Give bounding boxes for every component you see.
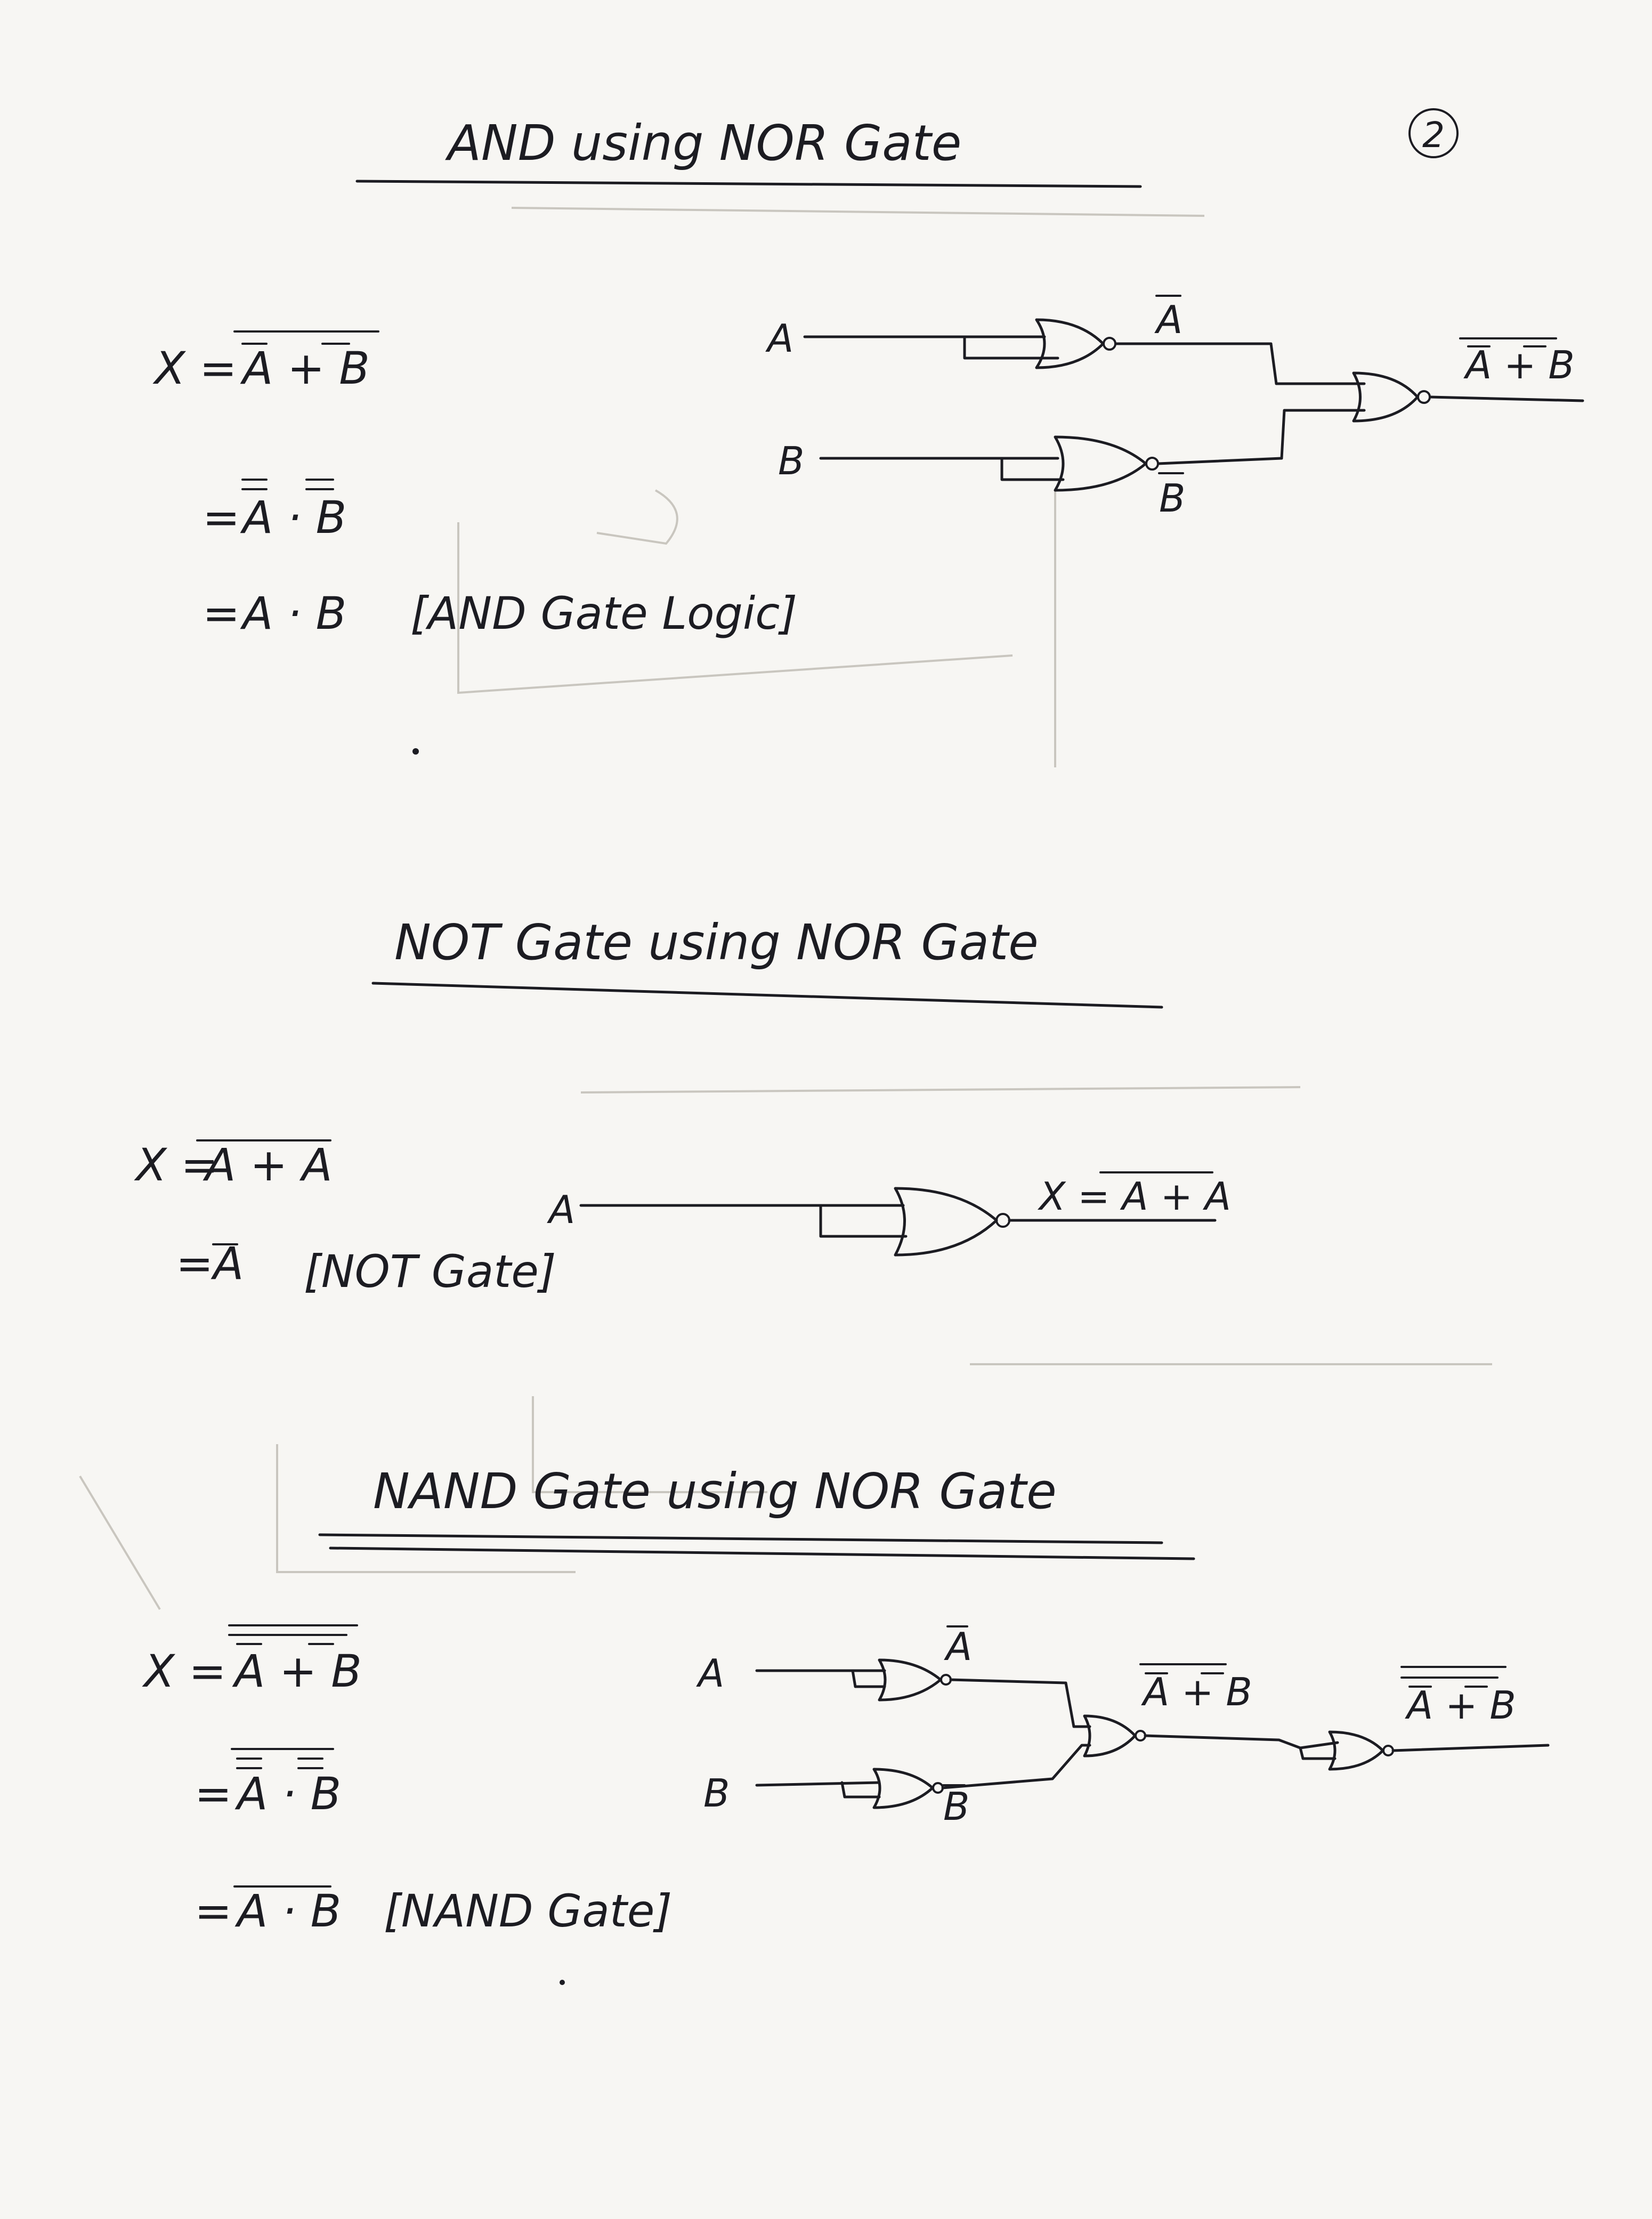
stray-ink-dot	[412, 748, 419, 755]
nor-gate-icon	[878, 1658, 952, 1702]
nand-circuit: A B A B A + B	[696, 1624, 1550, 1829]
and-derivation: X = A + B = A · B = A · B [AND Gate Logi…	[152, 330, 797, 639]
title-underline	[318, 1533, 1163, 1544]
not-eq-2-equals: =	[176, 1237, 213, 1290]
nand-eq-3-equals: =	[195, 1885, 232, 1937]
not-derivation: X = A + A = A [NOT Gate]	[134, 1139, 556, 1298]
and-eq-3-term: A · B	[240, 587, 346, 639]
intermediate-a-bar-label: A	[1154, 297, 1183, 342]
nand-derivation: X = A + B = A · B = A · B [NAND Gate]	[142, 1624, 672, 1937]
and-output-label: A + B	[1463, 343, 1575, 387]
intermediate-b-bar-label: B	[1159, 476, 1185, 521]
title-underline-second	[329, 1546, 1195, 1560]
nor-gate-icon	[872, 1768, 944, 1809]
input-a-label: A	[765, 316, 793, 361]
and-eq-2-equals: =	[203, 491, 240, 544]
nand-input-b-label: B	[703, 1771, 730, 1816]
section-title-not: NOT Gate using NOR Gate	[394, 914, 1039, 971]
page-number-text: 2	[1422, 115, 1445, 156]
and-eq-3-equals: =	[203, 587, 240, 639]
and-circuit: A B A B A + B	[765, 295, 1584, 521]
nand-intermediate-output-label: A + B	[1141, 1670, 1252, 1714]
section-title-nand: NAND Gate using NOR Gate	[373, 1463, 1057, 1520]
nor-gate-icon	[1328, 1730, 1394, 1771]
nor-gate-icon	[1035, 318, 1116, 369]
nor-gate-icon	[894, 1187, 1010, 1257]
nand-eq-1-term: A + B	[232, 1645, 362, 1697]
title-underline	[355, 180, 1142, 188]
and-eq-1-term: A + B	[240, 342, 370, 394]
title-underline	[371, 982, 1163, 1009]
and-eq-2-term: A · B	[240, 491, 346, 544]
nor-gate-icon	[1352, 371, 1431, 423]
page-number: 2	[1408, 108, 1459, 158]
not-input-label: A	[547, 1187, 575, 1232]
nand-intermediate-b-bar-label: B	[943, 1784, 969, 1829]
nor-gate-icon	[1054, 435, 1159, 492]
nand-eq-x-label: X =	[142, 1645, 226, 1697]
nand-intermediate-a-bar-label: A	[944, 1624, 972, 1669]
and-note: [AND Gate Logic]	[410, 587, 797, 639]
not-circuit: A X = A + A	[547, 1171, 1231, 1257]
nand-input-a-label: A	[696, 1651, 724, 1696]
not-note: [NOT Gate]	[304, 1245, 556, 1298]
not-eq-2-term: A	[210, 1237, 244, 1290]
not-eq-1-term: A + A	[203, 1139, 333, 1191]
nand-eq-2-equals: =	[195, 1768, 232, 1820]
nor-gate-icon	[1083, 1714, 1146, 1758]
bleed-through-marks	[79, 207, 1492, 1610]
not-output-label: X = A + A	[1037, 1174, 1231, 1219]
stray-ink-dot	[560, 1980, 565, 1985]
nand-eq-3-term: A · B	[234, 1885, 341, 1937]
input-b-label: B	[778, 439, 804, 483]
nand-eq-2-term: A · B	[234, 1768, 341, 1820]
section-title-and: AND using NOR Gate	[445, 115, 961, 172]
and-eq-x-label: X =	[152, 342, 237, 394]
nand-note: [NAND Gate]	[384, 1885, 672, 1937]
nand-output-label: A + B	[1405, 1683, 1516, 1728]
not-eq-x-label: X =	[134, 1139, 218, 1191]
